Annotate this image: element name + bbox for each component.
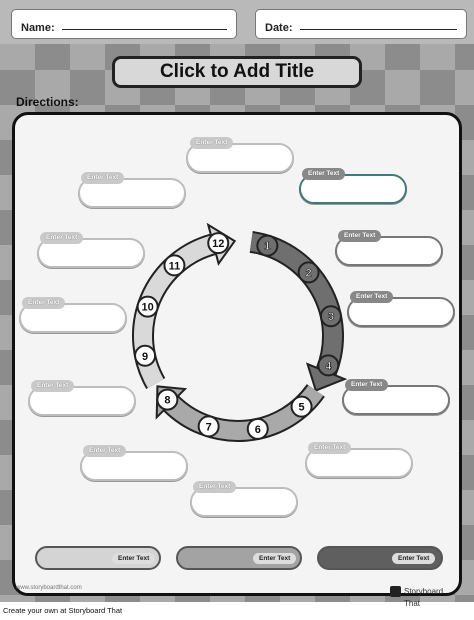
bottom-pill-label: Enter Text — [253, 553, 297, 564]
name-field[interactable]: Name: — [11, 9, 237, 39]
cycle-node-number: 10 — [142, 302, 154, 314]
cycle-node-number: 12 — [212, 238, 224, 250]
storyboard-logo-icon — [390, 586, 401, 597]
date-field[interactable]: Date: — [255, 9, 467, 39]
cycle-node-number: 6 — [255, 424, 261, 436]
cycle-node — [319, 305, 342, 328]
enter-text-tag: Enter Text — [350, 291, 394, 303]
enter-text-tag: Enter Text — [308, 442, 352, 454]
directions-label: Directions: — [16, 95, 79, 109]
date-label: Date: — [265, 22, 293, 34]
enter-text-tag: Enter Text — [302, 168, 346, 180]
cycle-node-number: 11 — [169, 260, 181, 272]
cycle-node — [156, 388, 179, 411]
cycle-node — [197, 415, 220, 438]
cycle-node — [256, 234, 279, 257]
bottom-pill-label: Enter Text — [392, 553, 436, 564]
cycle-node-number: 5 — [299, 402, 305, 414]
enter-text-tag: Enter Text — [193, 481, 237, 493]
cycle-node — [134, 344, 157, 367]
cycle-node-number: 4 — [325, 360, 332, 372]
cycle-node-number: 2 — [306, 267, 312, 279]
cycle-node-number: 7 — [206, 421, 212, 433]
bottom-pill-label: Enter Text — [112, 553, 156, 564]
enter-text-tag: Enter Text — [31, 380, 75, 392]
storyboard-logo: Storyboard That — [390, 586, 460, 608]
cycle-node — [297, 261, 320, 284]
enter-text-tag: Enter Text — [83, 445, 127, 457]
footer-text: Create your own at Storyboard That — [3, 606, 123, 615]
name-line — [62, 29, 227, 30]
date-line — [300, 29, 457, 30]
enter-text-tag: Enter Text — [22, 297, 66, 309]
name-label: Name: — [21, 22, 55, 34]
watermark: www.storyboardthat.com — [16, 585, 82, 591]
enter-text-tag: Enter Text — [40, 232, 84, 244]
enter-text-tag: Enter Text — [345, 379, 389, 391]
cycle-node-number: 9 — [142, 351, 148, 363]
storyboard-logo-text: Storyboard That — [404, 587, 444, 608]
cycle-node-number: 1 — [264, 241, 270, 253]
cycle-node-number: 3 — [328, 311, 334, 323]
enter-text-tag: Enter Text — [338, 230, 382, 242]
cycle-node-number: 8 — [164, 395, 170, 407]
cycle-node — [317, 354, 340, 377]
enter-text-tag: Enter Text — [190, 137, 234, 149]
cycle-node — [163, 254, 186, 277]
cycle-node — [290, 395, 313, 418]
cycle-node — [136, 295, 159, 318]
cycle-node — [207, 232, 230, 255]
enter-text-tag: Enter Text — [81, 172, 125, 184]
cycle-node — [246, 417, 269, 440]
page-title[interactable]: Click to Add Title — [112, 56, 362, 88]
